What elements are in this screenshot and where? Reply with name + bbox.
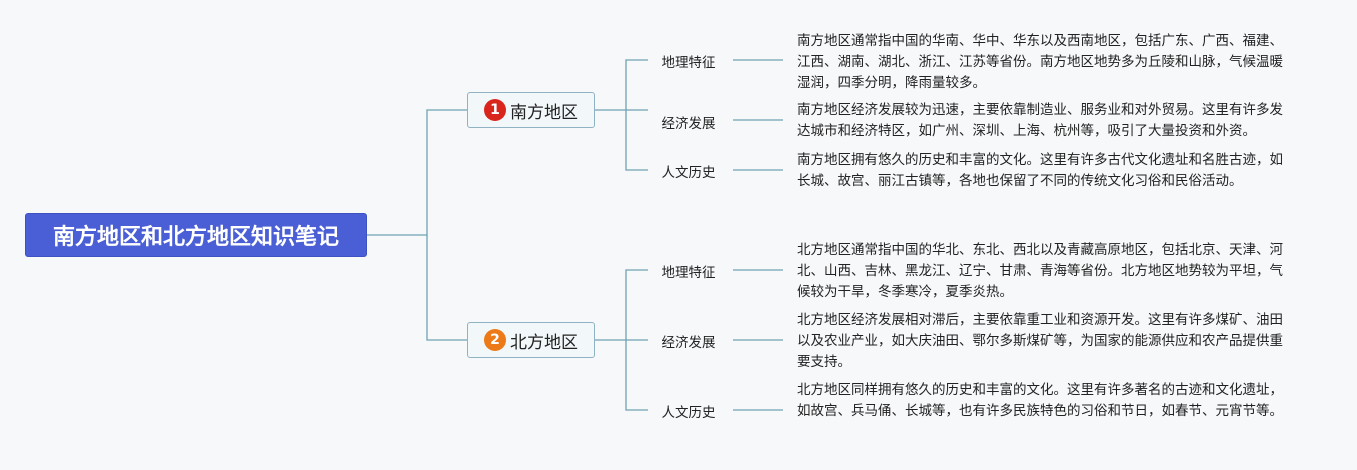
desc-south-history: 南方地区拥有悠久的历史和丰富的文化。这里有许多古代文化遗址和名胜古迹，如长城、故… [797,152,1283,189]
topic-north-geography[interactable]: 地理特征 [661,265,716,281]
connector-b2-t3 [625,340,648,411]
branch-node-south[interactable]: 1 南方地区 [467,92,595,128]
branch-node-north[interactable]: 2 北方地区 [467,322,595,358]
branch-label: 南方地区 [510,102,578,123]
number-badge-icon: 2 [484,329,506,351]
desc-north-history: 北方地区同样拥有悠久的历史和丰富的文化。这里有许多著名的古迹和文化遗址，如故宫、… [797,382,1283,419]
root-node[interactable]: 南方地区和北方地区知识笔记 [25,213,367,257]
desc-north-geography: 北方地区通常指中国的华北、东北、西北以及青藏高原地区，包括北京、天津、河北、山西… [797,242,1283,300]
connector-root-branch2 [426,235,467,341]
desc-north-economy: 北方地区经济发展相对滞后，主要依靠重工业和资源开发。这里有许多煤矿、油田以及农业… [797,312,1283,370]
topic-south-history[interactable]: 人文历史 [661,165,716,181]
number-badge-icon: 1 [484,99,506,121]
branch-label: 北方地区 [510,332,578,353]
topic-north-economy[interactable]: 经济发展 [661,335,716,351]
connector-b1-t1 [595,59,648,111]
connector-b2-t1 [595,269,648,341]
topic-south-geography[interactable]: 地理特征 [661,55,716,71]
topic-north-history[interactable]: 人文历史 [661,405,716,421]
desc-south-geography: 南方地区通常指中国的华南、华中、华东以及西南地区，包括广东、广西、福建、江西、湖… [797,33,1283,91]
connector-b1-t3 [625,110,648,171]
root-title: 南方地区和北方地区知识笔记 [52,225,339,250]
topic-south-economy[interactable]: 经济发展 [661,116,716,132]
desc-south-economy: 南方地区经济发展较为迅速，主要依靠制造业、服务业和对外贸易。这里有许多发达城市和… [797,102,1283,139]
connector-root-branch1 [367,109,467,236]
